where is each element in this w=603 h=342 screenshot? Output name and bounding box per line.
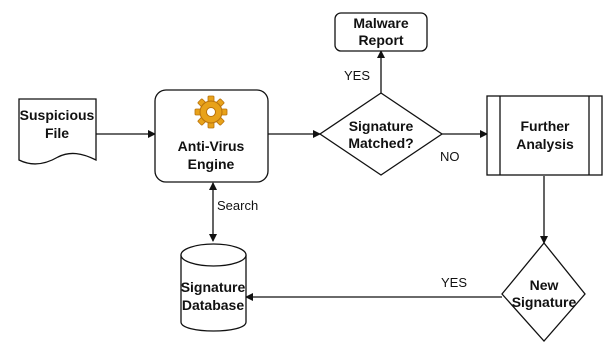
node-new-signature: New Signature [501,241,586,342]
signature-database-line2: Database [182,297,244,313]
gear-icon [194,95,228,129]
node-further-analysis: Further Analysis [486,95,603,176]
further-analysis-line1: Further [521,118,571,134]
node-suspicious-file: Suspicious File [18,98,97,165]
node-malware-report: Malware Report [334,12,428,52]
edge-label-yes-report: YES [344,68,370,83]
signature-matched-line1: Signature [349,118,414,134]
suspicious-file-line1: Suspicious [20,107,95,123]
suspicious-file-line2: File [45,125,69,141]
new-signature-line1: New [530,277,559,293]
new-signature-line2: Signature [512,294,577,310]
node-signature-matched: Signature Matched? [318,92,444,176]
signature-database-line1: Signature [181,279,246,295]
edge-label-search: Search [217,198,258,213]
antivirus-engine-line2: Engine [188,156,235,172]
edge-label-no-analysis: NO [440,149,460,164]
further-analysis-line2: Analysis [516,136,574,152]
node-antivirus-engine: Anti-Virus Engine [154,89,269,183]
node-signature-database: Signature Database [180,243,247,332]
antivirus-engine-line1: Anti-Virus [178,138,245,154]
malware-report-line2: Report [358,32,403,48]
malware-report-line1: Malware [353,15,408,31]
signature-matched-line2: Matched? [348,135,413,151]
edge-label-yes-database: YES [441,275,467,290]
